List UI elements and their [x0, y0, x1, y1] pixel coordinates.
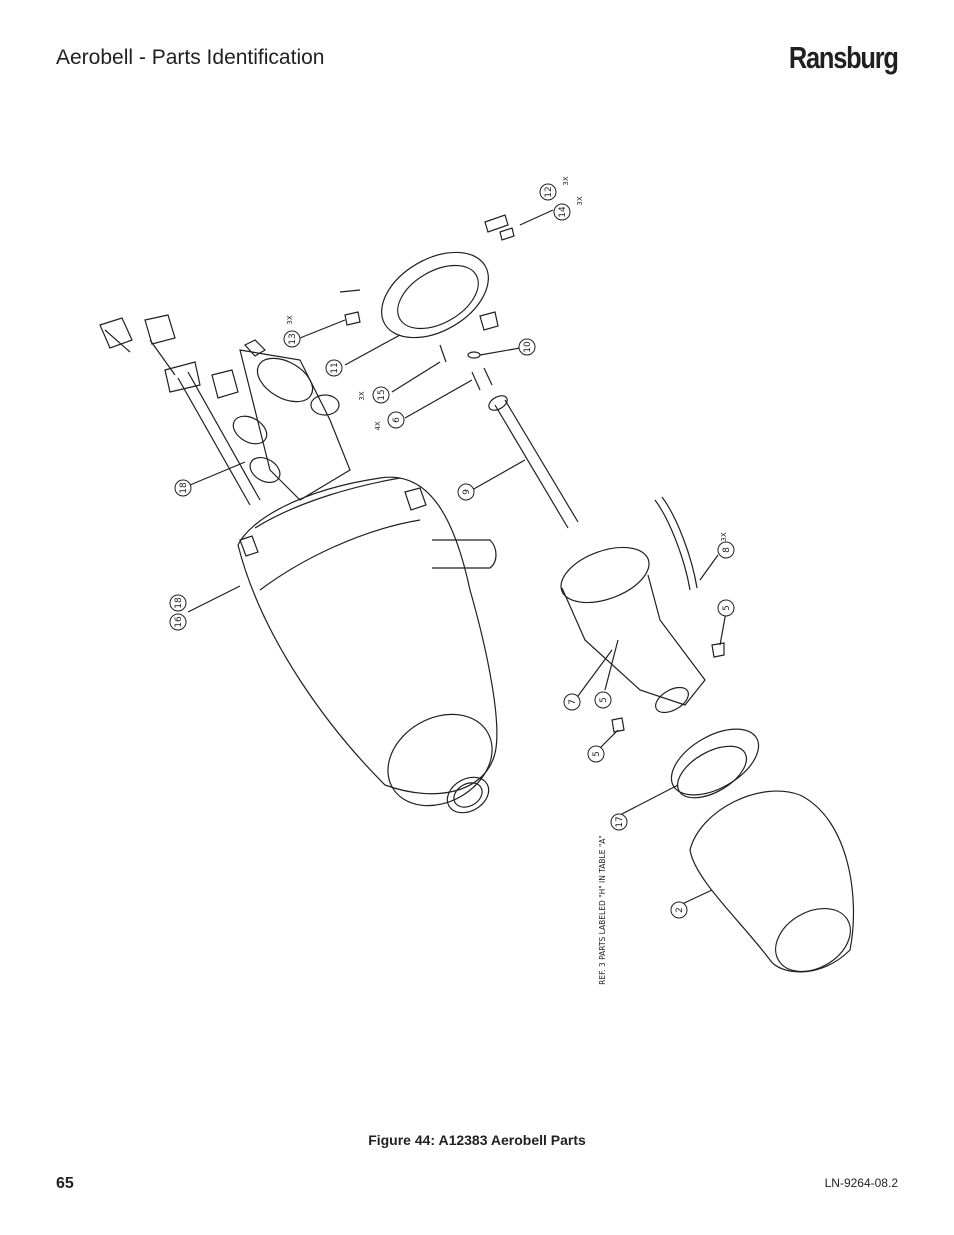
assembly-linework [99, 209, 855, 973]
callout-15: 15 [377, 389, 387, 400]
reference-note: REF. 3 PARTS LABELED "H" IN TABLE "A" [598, 835, 607, 985]
callout-7: 7 [568, 699, 578, 705]
callout-10: 10 [523, 341, 533, 353]
callout-14: 14 [558, 206, 568, 218]
callout-8: 8 [722, 547, 732, 553]
callout-18-bottom: 18 [174, 597, 184, 609]
qty-label-12: 3X [562, 176, 570, 185]
page-title: Aerobell - Parts Identification [56, 46, 325, 69]
callout-18-top: 18 [179, 482, 189, 494]
callout-13: 13 [288, 333, 298, 344]
qty-label-8: 3X [720, 532, 728, 541]
qty-label-13: 3X [286, 315, 294, 324]
callout-5-right: 5 [722, 605, 732, 611]
callout-16: 16 [174, 616, 184, 628]
callout-12: 12 [544, 186, 554, 197]
callout-2: 2 [675, 907, 685, 913]
ransburg-logo: Ransburg [789, 40, 899, 75]
callout-17: 17 [615, 816, 625, 827]
qty-label-15: 3X [358, 391, 366, 400]
qty-label-14: 3X [576, 196, 584, 205]
document-number: LN-9264-08.2 [824, 1176, 898, 1190]
qty-label-6: 4X [374, 421, 382, 430]
callout-bubbles [169, 183, 735, 919]
callout-5-left: 5 [592, 751, 602, 757]
callout-11: 11 [330, 362, 340, 373]
figure-caption: Figure 44: A12383 Aerobell Parts [368, 1132, 586, 1148]
callout-9: 9 [462, 489, 472, 495]
page-number: 65 [56, 1175, 74, 1192]
callout-6: 6 [392, 417, 402, 423]
callout-5-middle: 5 [599, 697, 609, 703]
